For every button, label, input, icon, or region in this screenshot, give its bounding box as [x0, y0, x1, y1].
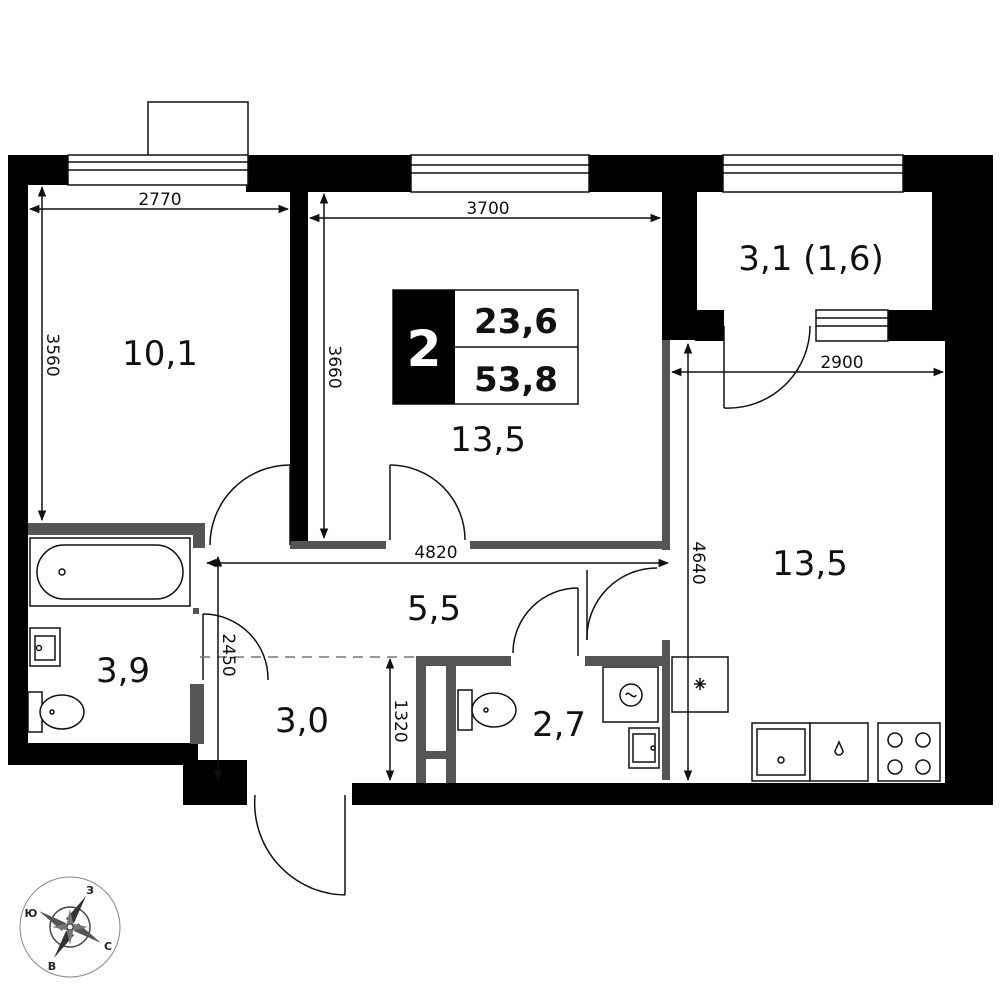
- dimension-label: 4640: [688, 541, 708, 584]
- dimension-label: 1320: [390, 699, 410, 742]
- exterior-walls: [8, 155, 993, 805]
- dimension-label: 3560: [42, 333, 62, 376]
- dimension-lines: [28, 185, 945, 782]
- compass-label-s: В: [48, 960, 56, 973]
- room-area-bathroom: 3,9: [96, 651, 150, 691]
- living-area-value: 23,6: [474, 302, 558, 342]
- room-area-labels: 10,1 13,5 3,1 (1,6) 13,5 5,5 3,9 3,0 2,7: [96, 239, 884, 745]
- toilet-icon: [457, 689, 517, 731]
- sink-icon: [628, 727, 660, 769]
- ventilation-icon: [671, 656, 729, 713]
- room-area-hall: 5,5: [407, 589, 461, 629]
- interior-walls: [28, 340, 670, 783]
- room-area-balcony: 3,1 (1,6): [738, 239, 883, 279]
- room-area-toilet: 2,7: [532, 705, 586, 745]
- dimension-label: 4820: [414, 543, 457, 563]
- dimension-label: 2770: [138, 190, 181, 210]
- room-count: 2: [407, 320, 442, 378]
- dimension-label: 3660: [324, 345, 344, 388]
- room-area-bedroom: 10,1: [122, 334, 198, 374]
- compass-label-e: С: [104, 940, 112, 953]
- room-area-entry: 3,0: [275, 701, 329, 741]
- kitchen-sink-icon: [751, 722, 811, 782]
- toilet-icon: [27, 691, 85, 733]
- compass-icon: З С В Ю: [19, 876, 121, 978]
- dimension-label: 2450: [218, 633, 238, 676]
- room-area-living-room: 13,5: [450, 420, 526, 460]
- room-area-kitchen: 13,5: [772, 544, 848, 584]
- bathtub-icon: [29, 537, 191, 607]
- boiler-icon: [602, 666, 659, 723]
- total-area-value: 53,8: [474, 360, 558, 400]
- dishwasher-icon: [809, 722, 869, 782]
- compass-label-n: З: [86, 884, 94, 897]
- dimension-labels: 2770 3560 3700 3660 2900 4640 4820 2450 …: [42, 190, 864, 743]
- sink-icon: [29, 627, 61, 667]
- doors: [202, 325, 811, 896]
- area-badge: 2 23,6 53,8: [392, 289, 579, 405]
- dimension-label: 2900: [820, 353, 863, 373]
- dimension-label: 3700: [466, 199, 509, 219]
- compass-label-w: Ю: [25, 907, 38, 920]
- windows: [67, 101, 904, 342]
- stove-icon: [877, 722, 941, 782]
